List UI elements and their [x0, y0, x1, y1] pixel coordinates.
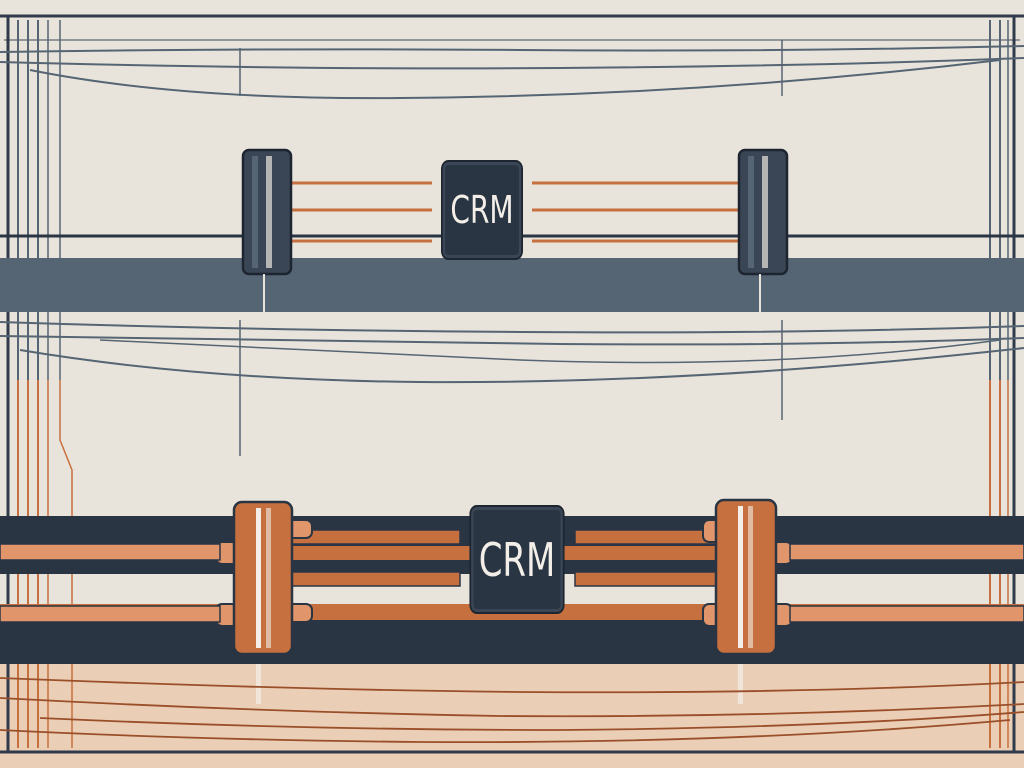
cylinder-post-icon	[702, 498, 793, 704]
floor-tone	[0, 650, 1024, 768]
top-connector-wires	[290, 181, 740, 243]
middle-wires	[0, 320, 1024, 456]
top-wires	[0, 40, 1024, 100]
cylinder-post-icon	[215, 500, 313, 704]
outer-frame	[0, 14, 1024, 754]
crm-badge-bottom: CRM	[469, 505, 565, 614]
cylinder-post-icon	[737, 148, 789, 312]
bottom-side-pipes	[0, 543, 1024, 623]
floor-wires	[0, 677, 1024, 744]
cylinder-post-icon	[241, 148, 293, 312]
crm-badge-top: CRM	[441, 160, 523, 260]
